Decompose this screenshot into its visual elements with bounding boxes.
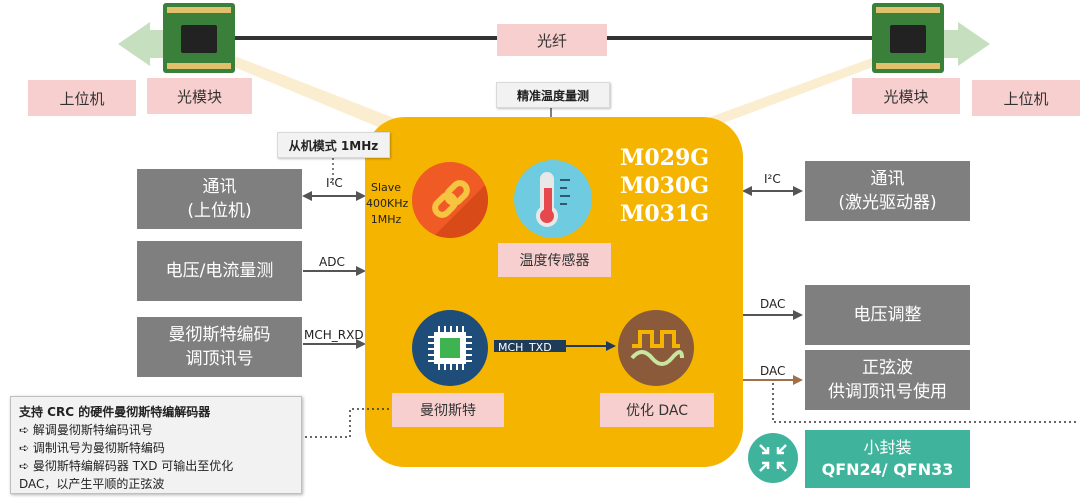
temp-sensor-label: 温度传感器 — [498, 243, 611, 277]
left-host-label: 上位机 — [28, 80, 136, 116]
model-name: M031G — [620, 201, 710, 227]
note-item: ➪ 调制讯号为曼彻斯特编码 — [19, 441, 165, 455]
right-beam — [680, 55, 905, 130]
optimized-dac-label: 优化 DAC — [600, 393, 714, 427]
left-module-chip-icon — [181, 25, 217, 53]
note-connector — [300, 408, 392, 438]
right-module-label: 光模块 — [852, 78, 960, 114]
right-i2c-label: I²C — [764, 172, 781, 186]
right-module-board — [872, 3, 944, 73]
arrow-bullet-icon: ➪ — [19, 423, 33, 437]
right-host-label: 上位机 — [972, 80, 1080, 116]
sine-wave-block: 正弦波 供调顶讯号使用 — [805, 350, 970, 410]
waveform-icon — [618, 310, 694, 386]
mch-txd-arrow — [566, 341, 616, 351]
voltage-adjust-block: 电压调整 — [805, 285, 970, 345]
package-block: 小封装 QFN24/ QFN33 — [805, 430, 970, 488]
right-module-chip-icon — [890, 25, 926, 53]
fiber-label: 光纤 — [497, 24, 607, 56]
mch-rxd-label: MCH_RXD — [304, 328, 364, 342]
left-module-board — [163, 3, 235, 73]
arrow-bullet-icon: ➪ — [19, 441, 33, 455]
slave-speed-text: Slave 400KHz 1MHz — [366, 181, 409, 226]
dac2-label: DAC — [760, 364, 786, 378]
arrow-bullet-icon: ➪ — [19, 459, 33, 473]
adc-label: ADC — [319, 255, 345, 269]
mch-txd-label: MCH_TXD — [498, 341, 552, 353]
voltage-current-block: 电压/电流量测 — [137, 241, 302, 301]
model-name: M030G — [620, 173, 710, 199]
thermometer-icon — [514, 160, 592, 238]
note-title: 支持 CRC 的硬件曼彻斯特编解码器 — [19, 405, 211, 419]
manchester-feature-note: 支持 CRC 的硬件曼彻斯特编解码器 ➪ 解调曼彻斯特编码讯号 ➪ 调制讯号为曼… — [10, 396, 302, 494]
note-item: ➪ 解调曼彻斯特编码讯号 — [19, 423, 153, 437]
temp-measure-tag: 精准温度量测 — [496, 82, 610, 108]
dac1-label: DAC — [760, 297, 786, 311]
left-i2c-label: I²C — [326, 176, 343, 190]
manchester-signal-block: 曼彻斯特编码 调顶讯号 — [137, 317, 302, 377]
processor-icon — [412, 310, 488, 386]
left-beam — [205, 55, 420, 132]
link-icon — [412, 162, 488, 238]
model-list: M029G M030G M031G — [620, 144, 740, 228]
note-item: ➪ 曼彻斯特编解码器 TXD 可输出至优化 — [19, 459, 234, 473]
left-module-label: 光模块 — [147, 78, 252, 114]
right-host-arrow — [940, 22, 990, 66]
comm-host-block: 通讯 (上位机) — [137, 169, 302, 229]
left-host-arrow — [118, 22, 168, 66]
comm-laser-driver-block: 通讯 (激光驱动器) — [805, 161, 970, 221]
manchester-label: 曼彻斯特 — [392, 393, 504, 427]
note-tail: DAC，以产生平顺的正弦波 — [19, 477, 165, 491]
mch-txd-bar: MCH_TXD — [494, 340, 566, 352]
package-icon — [748, 433, 798, 483]
slave-mode-tag: 从机模式 1MHz — [277, 132, 390, 158]
model-name: M029G — [620, 145, 710, 171]
